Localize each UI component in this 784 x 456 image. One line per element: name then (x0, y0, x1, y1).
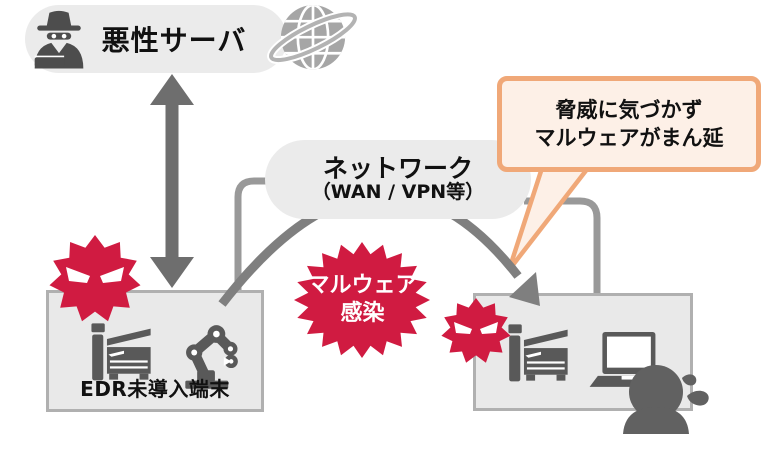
malware-infection-label: マルウェア 感染 (307, 273, 418, 326)
robot-arm-icon (185, 325, 238, 389)
callout-line2: マルウェアがまん延 (534, 126, 724, 150)
infected-terminal-box (473, 293, 693, 411)
network-label: ネットワーク (322, 153, 473, 183)
edr-less-terminal-label: EDR未導入端末 (80, 377, 230, 401)
copier-icon (91, 323, 151, 381)
hacker-icon (34, 10, 83, 69)
globe-icon (267, 5, 359, 70)
network-sublabel: （WAN / VPN等） (311, 181, 485, 204)
laptop-icon (589, 332, 669, 387)
malicious-server-node: 悪性サーバ (25, 5, 287, 73)
network-node: ネットワーク （WAN / VPN等） (265, 140, 531, 219)
edr-less-terminal-box: EDR未導入端末 (46, 290, 264, 412)
connector-right-line (524, 197, 601, 295)
callout-line1: 脅威に気づかず (555, 97, 703, 122)
threat-callout-bubble: 脅威に気づかず マルウェアがまん延 (497, 76, 761, 172)
connector-left-line (234, 177, 272, 292)
malicious-server-label: 悪性サーバ (101, 24, 247, 57)
copier-icon (508, 324, 568, 382)
